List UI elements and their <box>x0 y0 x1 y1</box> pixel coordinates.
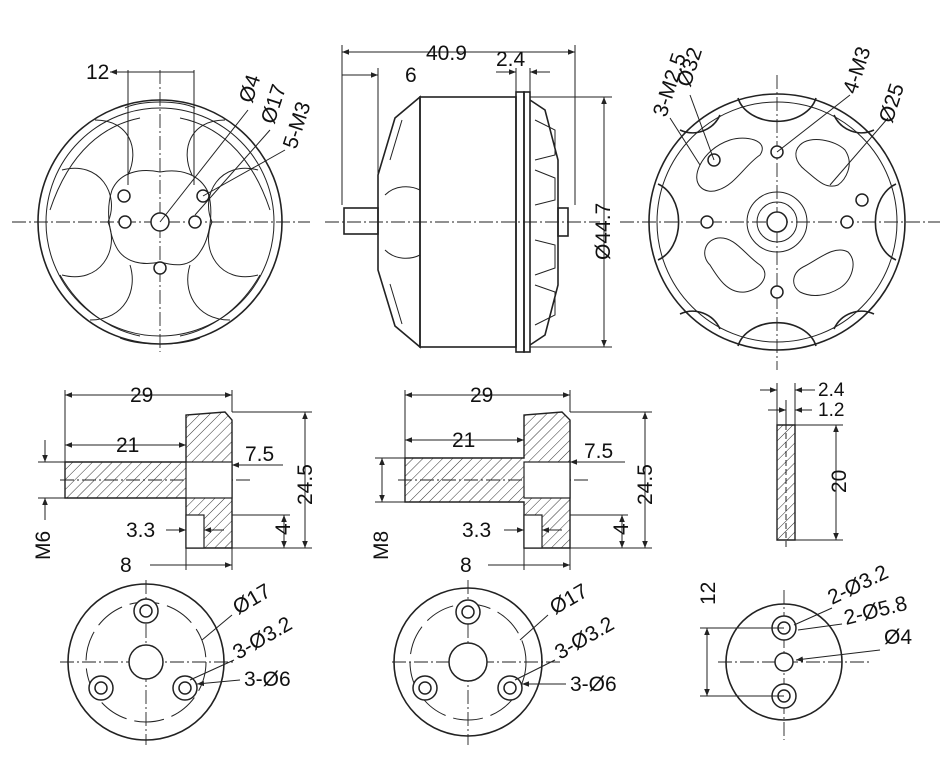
mount2-dim-29: 29 <box>470 384 493 407</box>
side-dim-gap: 2.4 <box>496 48 526 71</box>
mount1-dim-75: 7.5 <box>245 443 274 466</box>
back-view: Ø32 3-M2.5 4-M3 Ø25 <box>620 44 940 370</box>
mount2-dim-8: 8 <box>460 554 472 577</box>
prop-mount-1: 29 21 7.5 24.5 4 3.3 8 M6 <box>32 384 317 577</box>
plate-2: Ø17 3-Ø3.2 3-Ø6 <box>392 580 618 745</box>
plate2-dim-pcd: Ø17 <box>546 580 592 620</box>
side-dim-shaft: 6 <box>405 64 417 87</box>
plate1-dim-cb: 3-Ø6 <box>244 668 291 691</box>
side-view: 40.9 6 2.4 Ø44.7 <box>325 42 615 353</box>
plate2-dim-cb: 3-Ø6 <box>570 673 617 696</box>
mount2-dim-245: 24.5 <box>634 464 657 505</box>
washer-dim-12: 1.2 <box>818 400 844 421</box>
plate2-dim-holes: 3-Ø3.2 <box>551 612 618 664</box>
washer-dim-24: 2.4 <box>818 380 845 401</box>
mount1-dim-8: 8 <box>120 554 132 577</box>
washer-view: 2.4 1.2 20 <box>760 380 851 550</box>
mount2-dim-21: 21 <box>452 429 475 452</box>
mount1-dim-33: 3.3 <box>126 519 155 542</box>
mount1-dim-245: 24.5 <box>294 464 317 505</box>
plate-1: Ø17 3-Ø3.2 3-Ø6 <box>60 580 296 745</box>
prop-mount-2: 29 21 7.5 24.5 4 3.3 8 M8 <box>370 384 657 577</box>
mount2-dim-33: 3.3 <box>462 519 491 542</box>
mount1-thread: M6 <box>32 531 55 560</box>
mount2-thread: M8 <box>370 531 393 560</box>
plate1-dim-pcd: Ø17 <box>229 580 275 620</box>
side-dim-diameter: Ø44.7 <box>592 203 615 260</box>
plate3-dim-vert: 12 <box>697 582 720 605</box>
side-dim-length: 40.9 <box>426 42 467 65</box>
plate-3: 12 2-Ø3.2 2-Ø5.8 Ø4 <box>697 561 912 740</box>
front-dim-12: 12 <box>86 61 109 84</box>
front-view: 12 Ø4 Ø17 5-M3 <box>12 61 316 352</box>
washer-dim-20: 20 <box>828 470 851 493</box>
front-dim-hole: Ø4 <box>235 71 266 105</box>
back-dim-inner: Ø25 <box>875 81 909 126</box>
plate3-dim-center: Ø4 <box>884 626 912 649</box>
mount2-dim-4: 4 <box>610 523 633 535</box>
mount1-dim-4: 4 <box>272 523 295 535</box>
plate1-dim-holes: 3-Ø3.2 <box>229 612 296 664</box>
mount1-dim-29: 29 <box>130 384 153 407</box>
back-dim-holes: 4-M3 <box>839 44 876 97</box>
mount1-dim-21: 21 <box>116 434 139 457</box>
mount2-dim-75: 7.5 <box>584 440 613 463</box>
